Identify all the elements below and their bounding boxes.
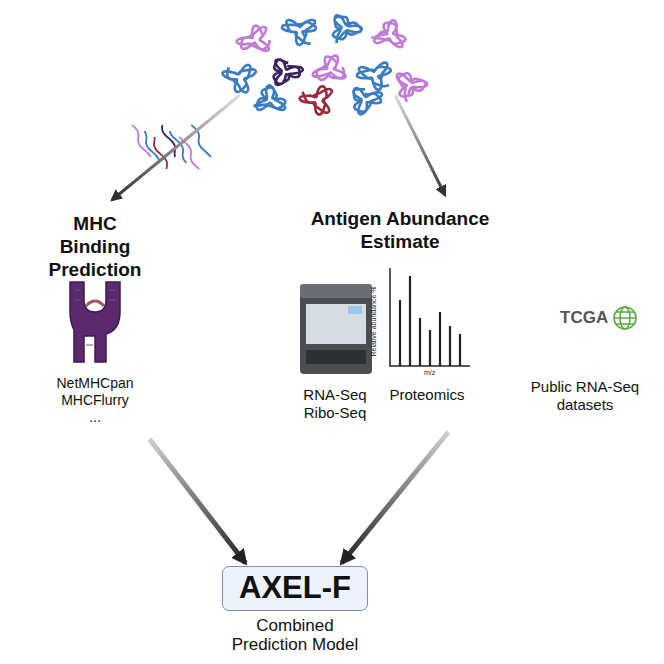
peptide-strand (191, 125, 211, 157)
peptide-fragments (132, 125, 211, 169)
branch-arrow (112, 95, 240, 200)
peptide-strand (145, 131, 160, 163)
sub-text: NetMHCpan MHCFlurry ... (55, 375, 135, 425)
tcga-logo (614, 307, 636, 329)
sub-text: Public RNA-Seq datasets (525, 378, 645, 414)
protein-squiggle (282, 20, 316, 45)
protein-squiggle (237, 26, 270, 51)
protein-squiggle (371, 20, 405, 47)
flow-arrow (149, 439, 245, 563)
spectrum-chart (390, 268, 470, 366)
protein-squiggle (357, 63, 391, 90)
heading-text: AXEL-F (239, 569, 351, 608)
axis-label: Relative abundance % (370, 286, 377, 356)
heading-text: MHC Binding Prediction (45, 213, 145, 281)
branch-group: MHC Binding PredictionNetMHCpan MHCFlurr… (15, 205, 175, 437)
protein-squiggle (353, 88, 382, 114)
protein-squiggle (223, 65, 256, 92)
protein-squiggle (300, 86, 332, 114)
peptide-strand (132, 125, 151, 157)
protein-squiggle (313, 56, 346, 80)
protein-squiggle (333, 15, 362, 43)
protein-squiggle (397, 73, 427, 102)
flow-arrow (342, 432, 449, 563)
mhc-icon (70, 282, 120, 362)
branch-arrow (395, 95, 445, 195)
heading-text: Antigen Abundance Estimate (290, 208, 510, 254)
protein-squiggle (274, 59, 303, 84)
model-box: AXEL-FCombined Prediction Model (222, 566, 368, 611)
protein-squiggle (254, 85, 286, 109)
sub-text: RNA-Seq Ribo-Seq (295, 386, 375, 422)
logo-text: TCGA (560, 308, 608, 328)
sequencer-icon (300, 284, 372, 374)
axis-label: m/z (424, 369, 435, 376)
sub-text: Combined Prediction Model (223, 616, 367, 655)
sub-text: Proteomics (377, 386, 477, 404)
